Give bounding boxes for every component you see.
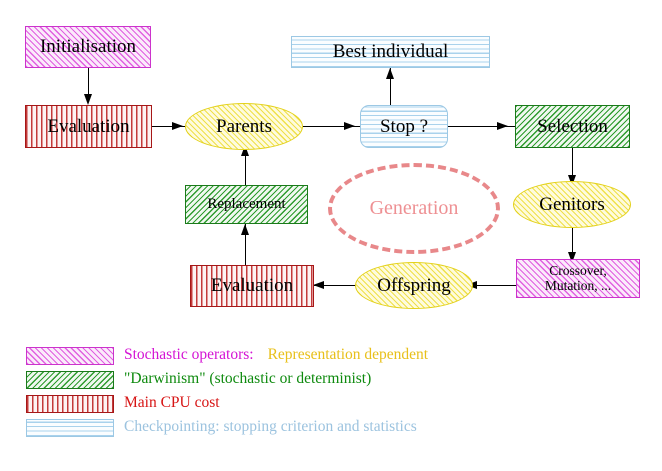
edge-evaluation-to-replacement bbox=[245, 224, 246, 266]
arrowhead-left-evaluation-bottom bbox=[313, 280, 324, 289]
generation-label: Generation bbox=[369, 197, 459, 219]
legend-row-stochastic-operators: Stochastic operators: Representation depe… bbox=[124, 346, 428, 364]
node-stop[interactable]: Stop ? bbox=[360, 105, 448, 148]
arrowhead-right-selection bbox=[497, 121, 508, 130]
arrowhead-up-parents bbox=[240, 145, 249, 156]
legend-label-stochastic-operators: Stochastic operators: bbox=[124, 346, 254, 363]
arrowhead-up-best-individual bbox=[385, 68, 394, 79]
edge-replacement-to-parents bbox=[245, 145, 246, 185]
edge-parents-to-stop bbox=[303, 126, 360, 127]
legend-swatch-darwinism bbox=[26, 371, 114, 389]
edge-initialisation-to-evaluation bbox=[88, 68, 89, 96]
node-best-individual[interactable]: Best individual bbox=[291, 36, 490, 68]
arrowhead-down-evaluation-top bbox=[83, 94, 92, 105]
node-selection[interactable]: Selection bbox=[515, 105, 630, 148]
edge-stop-to-best-individual bbox=[390, 68, 391, 106]
edge-selection-to-genitors bbox=[572, 148, 573, 179]
node-initialisation[interactable]: Initialisation bbox=[25, 26, 151, 68]
legend-swatch-main-cpu-cost bbox=[26, 395, 114, 413]
legend-label-main-cpu-cost: Main CPU cost bbox=[124, 394, 220, 411]
node-crossover-mutation[interactable]: Crossover, Mutation, ... bbox=[516, 259, 640, 298]
edge-evaluation-to-parents bbox=[152, 126, 185, 127]
node-generation: Generation bbox=[328, 163, 500, 254]
node-evaluation-top[interactable]: Evaluation bbox=[25, 105, 152, 148]
legend-label-darwinism: "Darwinism" (stochastic or determinist) bbox=[124, 370, 372, 387]
node-offspring[interactable]: Offspring bbox=[355, 262, 473, 309]
edge-genitors-to-crossover bbox=[572, 228, 573, 259]
legend-swatch-stochastic-operators bbox=[26, 347, 114, 365]
node-parents[interactable]: Parents bbox=[185, 103, 303, 150]
edge-offspring-to-evaluation bbox=[313, 285, 360, 286]
edge-crossover-to-offspring bbox=[466, 285, 516, 286]
legend-suffix-representation-dependent: Representation dependent bbox=[267, 346, 429, 363]
arrowhead-down-crossover bbox=[567, 252, 576, 263]
legend-swatch-checkpointing bbox=[26, 419, 114, 437]
node-replacement[interactable]: Replacement bbox=[185, 185, 308, 224]
node-evaluation-bottom[interactable]: Evaluation bbox=[190, 265, 314, 307]
arrowhead-up-replacement bbox=[240, 224, 249, 235]
arrowhead-right-parents bbox=[172, 121, 183, 130]
legend-label-checkpointing: Checkpointing: stopping criterion and st… bbox=[124, 418, 417, 435]
node-genitors[interactable]: Genitors bbox=[513, 181, 631, 228]
arrowhead-right-stop bbox=[344, 121, 355, 130]
edge-stop-to-selection bbox=[448, 126, 515, 127]
